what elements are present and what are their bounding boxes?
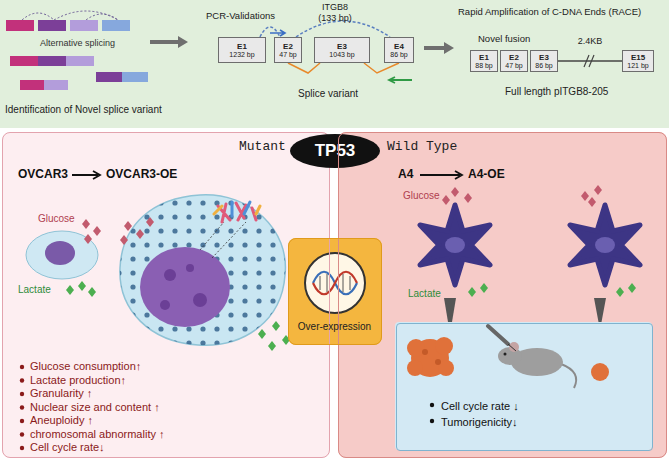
exon-box: E247 bp xyxy=(500,50,528,72)
connector xyxy=(260,27,280,37)
in-vivo-box-fill xyxy=(395,322,652,450)
node-text: E2 xyxy=(509,53,519,62)
alternative-splicing-figure xyxy=(6,11,148,90)
label: Identification of Novel splice variant xyxy=(5,104,162,116)
wildtype-panel-fill xyxy=(338,132,667,458)
large-cell xyxy=(120,195,286,345)
arrow xyxy=(72,171,100,179)
arrow xyxy=(420,171,462,179)
label: Glucose xyxy=(38,213,75,225)
node-text: E2 xyxy=(283,42,293,51)
node-text: 88 bp xyxy=(475,62,493,70)
node-text: 86 bp xyxy=(390,51,408,59)
connector xyxy=(558,60,622,62)
top-band xyxy=(0,0,669,128)
label: PCR-Validations xyxy=(206,10,275,21)
exon-box: E247 bp xyxy=(274,37,302,63)
label: Lactate xyxy=(18,284,51,296)
node-text: Over-expression xyxy=(289,321,380,332)
node-text: E3 xyxy=(337,42,347,51)
bullets xyxy=(430,403,434,423)
label: Alternative splicing xyxy=(40,38,115,49)
small-cell xyxy=(26,231,98,279)
label: Lactate xyxy=(408,288,441,300)
forward-primer xyxy=(270,30,285,36)
label: Novel fusion xyxy=(478,33,530,44)
node-text: TP53 xyxy=(315,141,356,161)
exon-box: E31043 bp xyxy=(314,37,370,63)
exon-box: E15121 bp xyxy=(622,50,654,72)
label: Rapid Amplification of C-DNA Ends (RACE) xyxy=(458,6,641,17)
exon-box: E486 bp xyxy=(384,37,414,63)
label: chromosomal abnormality ↑ xyxy=(30,428,165,441)
label: Lactate production↑ xyxy=(30,374,126,387)
node-text: 47 bp xyxy=(505,62,523,70)
reverse-primer xyxy=(389,77,412,83)
flow-arrow xyxy=(424,42,454,54)
connector xyxy=(288,63,320,73)
label: A4-OE xyxy=(468,167,505,181)
connector xyxy=(296,21,390,37)
node-text: Wild Type xyxy=(387,139,457,154)
bullets xyxy=(20,365,24,450)
node-text: 86 bp xyxy=(535,62,553,70)
node-text: E3 xyxy=(539,53,549,62)
overexpression-icon xyxy=(288,238,382,345)
node-text: Cell cycle rate ↓ xyxy=(441,400,519,412)
label: OVCAR3 xyxy=(18,167,68,181)
label: Full length pITGB8-205 xyxy=(505,86,608,98)
connector xyxy=(364,63,399,73)
node-text: 1232 bp xyxy=(229,51,254,59)
label: Granularity ↑ xyxy=(30,387,92,400)
label: Cell cycle rate↓ xyxy=(30,441,105,454)
label: Aneuploidy ↑ xyxy=(30,414,93,427)
node-text: 1043 bp xyxy=(329,51,354,59)
flow-arrow xyxy=(150,36,188,48)
overexpression-box: Over-expression xyxy=(288,238,382,345)
node-text: E15 xyxy=(631,53,645,62)
label: ITGB8 (133 bp) xyxy=(312,2,358,24)
in-vivo-box: Cell cycle rate ↓ Tumorigenicity↓ xyxy=(396,323,653,451)
mutant-panel-fill xyxy=(2,132,330,458)
node-text: E4 xyxy=(394,42,404,51)
small-tumor xyxy=(591,363,609,381)
node-text: E1 xyxy=(479,53,489,62)
node-text: 47 bp xyxy=(279,51,297,59)
exon-box: E11232 bp xyxy=(218,37,266,63)
node-text: Tumorigenicity↓ xyxy=(441,416,518,428)
label: Splice variant xyxy=(298,88,358,100)
label: Glucose xyxy=(403,190,440,202)
node-text: Mutant xyxy=(239,139,286,154)
tumor xyxy=(407,337,454,377)
edge-label: 2.4KB xyxy=(576,36,605,46)
label: A4 xyxy=(398,167,413,181)
gene-ellipse: TP53 xyxy=(290,134,380,168)
node-text: 121 bp xyxy=(627,62,648,70)
label: Nuclear size and content ↑ xyxy=(30,401,160,414)
mouse xyxy=(488,326,576,388)
fibroblast-cells xyxy=(420,205,640,285)
label: OVCAR3-OE xyxy=(106,167,177,181)
node-text: E1 xyxy=(237,42,247,51)
exon-box: E386 bp xyxy=(530,50,558,72)
label: Glucose consumption↑ xyxy=(30,360,141,373)
exon-box: E188 bp xyxy=(470,50,498,72)
